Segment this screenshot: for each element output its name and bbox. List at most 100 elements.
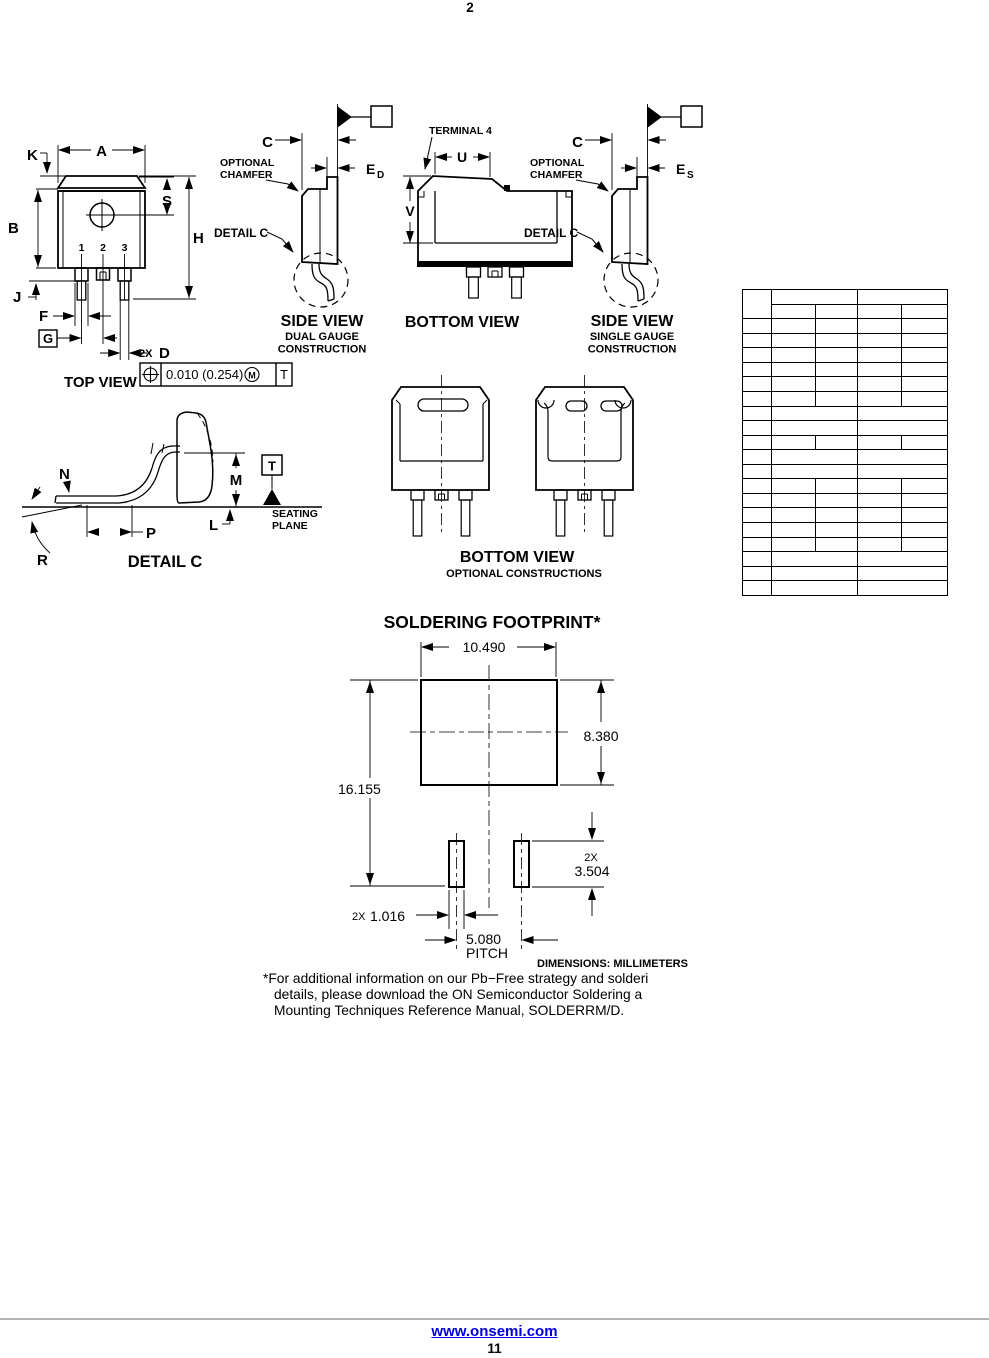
bottom-view-title: BOTTOM VIEW bbox=[405, 314, 520, 331]
dim-j-lines bbox=[28, 280, 75, 300]
dim-table-cell bbox=[815, 318, 858, 334]
chamfer-note-1: OPTIONAL bbox=[530, 157, 585, 169]
dim-height-lines bbox=[560, 679, 614, 786]
drawing-line bbox=[465, 266, 482, 278]
side-view-dual-subtitle-1: DUAL GAUGE bbox=[285, 331, 359, 343]
dim-table-cell bbox=[815, 522, 858, 538]
dim-table-cell bbox=[857, 536, 902, 553]
dim-height-value: 8.380 bbox=[583, 728, 618, 744]
side-view-dual-subtitle-2: CONSTRUCTION bbox=[278, 344, 367, 356]
dim-table-cell bbox=[742, 449, 772, 465]
dim-f-lines bbox=[53, 283, 111, 326]
drawing-line bbox=[434, 489, 449, 501]
dim-pitch-label: PITCH bbox=[466, 945, 508, 961]
dim-table-row-19 bbox=[742, 580, 948, 596]
dim-table-cell bbox=[742, 332, 772, 349]
dim-table-row-3 bbox=[742, 347, 948, 363]
datum-box bbox=[370, 105, 393, 128]
datum-t-label: T bbox=[268, 459, 276, 474]
drawing-line bbox=[410, 489, 425, 501]
dim-table-row-13 bbox=[742, 492, 948, 509]
lead-profile bbox=[56, 445, 180, 497]
drawing-line bbox=[511, 276, 522, 299]
dim-table-row-7 bbox=[742, 405, 948, 422]
drawing-line bbox=[161, 443, 165, 454]
terminal-4-label: TERMINAL 4 bbox=[429, 125, 492, 137]
dim-pad-height-value: 3.504 bbox=[574, 863, 609, 879]
dim-table-cell bbox=[857, 405, 948, 422]
dim-table-cell bbox=[901, 390, 948, 407]
package-outline-left bbox=[391, 386, 490, 491]
detail-c-callout-label: DETAIL C bbox=[524, 226, 579, 240]
dim-table-cell bbox=[771, 507, 816, 523]
dim-label-c: C bbox=[262, 134, 273, 151]
dim-table-cell bbox=[742, 507, 772, 523]
dim-table-cell bbox=[771, 580, 858, 596]
dim-table-row-4 bbox=[742, 361, 948, 378]
dim-table-cell bbox=[771, 318, 816, 334]
dim-table-row-9 bbox=[742, 434, 948, 451]
drawing-line bbox=[468, 276, 479, 299]
dimensions-table-grid bbox=[742, 288, 948, 596]
terminal-4-leader bbox=[423, 136, 433, 170]
dim-table-cell bbox=[901, 434, 948, 451]
drawing-line bbox=[327, 298, 335, 302]
dim-table-cell bbox=[771, 492, 816, 509]
dim-table-cell bbox=[771, 449, 858, 465]
slot-opening-small bbox=[600, 400, 623, 412]
soldering-footprint-labels: SOLDERING FOOTPRINT* 10.490 8.380 16.155… bbox=[338, 612, 688, 970]
dim-table-cell bbox=[901, 347, 948, 363]
soldering-footprint-drawing bbox=[350, 642, 614, 952]
package-cap bbox=[56, 175, 147, 189]
dim-table-cell bbox=[901, 536, 948, 553]
bottom-view-labels: TERMINAL 4 U V BOTTOM VIEW bbox=[405, 125, 520, 331]
dim-table-cell bbox=[901, 318, 948, 334]
dim-label-d: D bbox=[159, 345, 170, 362]
dim-table-row-6 bbox=[742, 390, 948, 407]
dim-table-cell bbox=[857, 434, 902, 451]
dim-table-cell bbox=[857, 492, 902, 509]
dim-table-cell bbox=[771, 478, 816, 494]
dim-table-row-17 bbox=[742, 551, 948, 567]
drawing-line bbox=[637, 298, 645, 302]
top-view-title: TOP VIEW bbox=[64, 374, 138, 391]
dim-table-cell bbox=[742, 420, 772, 436]
dim-table-cell bbox=[742, 551, 772, 567]
dim-label-f: F bbox=[39, 308, 48, 325]
pin-3-label: 3 bbox=[122, 242, 128, 254]
dim-m-lines bbox=[184, 452, 245, 507]
slot-opening-small bbox=[565, 400, 588, 412]
drawing-line bbox=[31, 486, 42, 500]
dim-table-row-14 bbox=[742, 507, 948, 523]
dim-pad-height-qty: 2X bbox=[584, 852, 598, 864]
dim-table-row-11 bbox=[742, 463, 948, 480]
onsemi-link[interactable]: www.onsemi.com bbox=[431, 1323, 558, 1340]
drawing-line bbox=[227, 470, 245, 487]
dim-d-lines bbox=[100, 300, 147, 360]
side-view-dual-labels: C E D OPTIONAL CHAMFER DETAIL C SIDE VIE… bbox=[214, 134, 384, 356]
dim-pad-height-lines bbox=[532, 812, 604, 916]
dim-table-cell bbox=[857, 390, 902, 407]
dim-label-c: C bbox=[572, 134, 583, 151]
dim-label-e-sub: D bbox=[377, 170, 384, 181]
package-body-section bbox=[176, 411, 214, 504]
dim-l-lines bbox=[222, 509, 234, 525]
dim-label-l: L bbox=[209, 517, 218, 534]
dim-table-row-16 bbox=[742, 536, 948, 553]
dim-label-r: R bbox=[37, 552, 48, 569]
dim-table-cell bbox=[857, 522, 902, 538]
dim-table-cell bbox=[771, 376, 816, 392]
bottom-view-optional-title: BOTTOM VIEW bbox=[460, 549, 575, 566]
top-view-labels: K A B S H J F G 2X D 1 2 3 TOP VIEW 0.01… bbox=[8, 143, 288, 391]
dim-table-cell bbox=[771, 463, 858, 480]
dim-table-cell bbox=[742, 536, 772, 553]
dim-table-cell bbox=[901, 332, 948, 349]
dim-table-cell bbox=[857, 449, 948, 465]
detail-c-callout-label: DETAIL C bbox=[214, 226, 269, 240]
dim-total-height-lines bbox=[350, 679, 445, 887]
dim-table-cell bbox=[742, 580, 772, 596]
side-view-single-drawing bbox=[575, 104, 703, 308]
dim-label-s: S bbox=[162, 193, 172, 210]
dim-es-lines bbox=[621, 157, 665, 177]
